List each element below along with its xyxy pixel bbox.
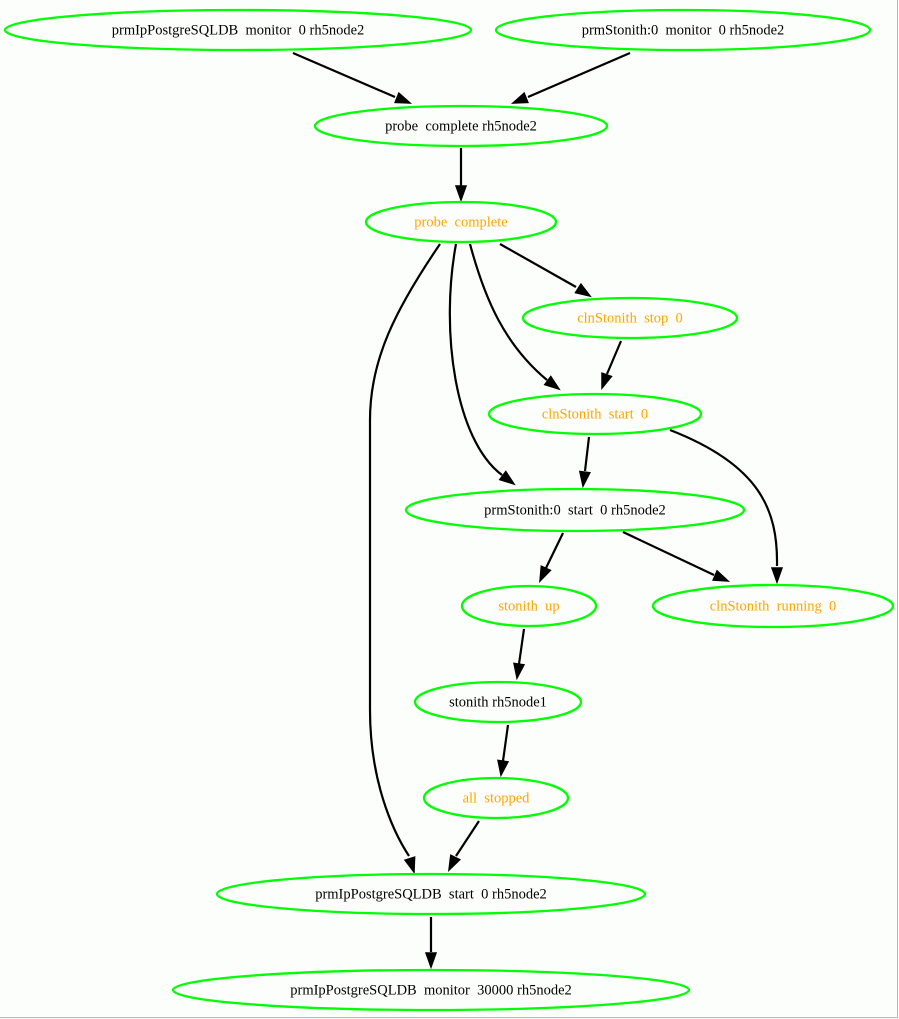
node-cln-stop: clnStonith stop 0 (521, 296, 739, 340)
arrowhead (510, 91, 529, 104)
arrowhead (448, 854, 462, 872)
node-ellipse (413, 680, 583, 724)
edge-prmStonith_start-to-stonith_up (539, 532, 564, 584)
arrowhead (454, 185, 468, 203)
edge-cln_start-to-prmStonith_start (578, 436, 591, 489)
arrowhead (770, 567, 784, 585)
edge-line (499, 243, 577, 288)
node-label: prmIpPostgreSQLDB start 0 rh5node2 (315, 886, 547, 902)
arrowhead (497, 759, 510, 778)
node-cln-running: clnStonith running 0 (651, 583, 895, 629)
node-label: prmIpPostgreSQLDB monitor 0 rh5node2 (112, 22, 365, 38)
node-prmStonith-start: prmStonith:0 start 0 rh5node2 (404, 487, 746, 533)
node-ellipse (460, 584, 598, 628)
node-label: prmStonith:0 start 0 rh5node2 (484, 502, 666, 518)
arrowhead (539, 565, 552, 584)
node-label: clnStonith stop 0 (577, 310, 683, 326)
edge-probe_complete-to-cln_stop (499, 243, 592, 298)
edge-all_stopped-to-prmIp_start (448, 820, 480, 872)
node-label: all stopped (463, 790, 531, 806)
arrowhead (543, 375, 561, 391)
edge-line (468, 243, 548, 381)
node-ellipse (3, 8, 473, 52)
edge-cln_start-to-cln_running (669, 428, 784, 585)
edge-line (292, 51, 396, 99)
node-ellipse (422, 776, 570, 820)
node-ellipse (521, 296, 739, 340)
edge-line (455, 820, 480, 857)
node-ellipse (313, 104, 609, 148)
graph-edges (292, 51, 784, 970)
node-label: probe complete (414, 214, 507, 230)
arrowhead (513, 662, 526, 681)
edge-line (517, 628, 526, 665)
edge-line (605, 340, 623, 375)
node-label: probe complete rh5node2 (385, 118, 537, 134)
node-label: stonith up (498, 598, 559, 614)
edge-line (527, 51, 631, 99)
arrowhead (403, 856, 416, 875)
arrowhead (498, 470, 516, 486)
node-label: clnStonith running 0 (710, 598, 836, 614)
arrowhead (424, 952, 438, 970)
node-cln-start: clnStonith start 0 (487, 392, 703, 436)
edge-line (545, 532, 564, 569)
edge-line (669, 428, 779, 567)
edge-probe_complete-to-prmIp_start (368, 243, 441, 875)
arrowhead (574, 282, 592, 298)
node-label: prmIpPostgreSQLDB monitor 30000 rh5node2 (290, 982, 572, 998)
node-prmStonith-monitor0: prmStonith:0 monitor 0 rh5node2 (494, 8, 872, 52)
arrowhead (601, 372, 613, 391)
edge-cln_stop-to-cln_start (601, 340, 623, 391)
node-prmIp-monitor30000: prmIpPostgreSQLDB monitor 30000 rh5node2 (171, 968, 691, 1012)
edge-probe_complete_node-to-probe_complete (454, 148, 468, 203)
node-ellipse (494, 8, 872, 52)
edge-line (501, 724, 510, 762)
node-prmIp-start: prmIpPostgreSQLDB start 0 rh5node2 (215, 872, 647, 916)
node-stonith-up: stonith up (460, 584, 598, 628)
node-ellipse (171, 968, 691, 1012)
node-probe-complete-node: probe complete rh5node2 (313, 104, 609, 148)
edge-probe_complete-to-prmStonith_start (448, 243, 516, 486)
node-label: stonith rh5node1 (449, 694, 547, 710)
graph-nodes: prmIpPostgreSQLDB monitor 0 rh5node2 prmS… (3, 8, 895, 1012)
edge-line (368, 243, 441, 857)
node-prmIp-monitor0: prmIpPostgreSQLDB monitor 0 rh5node2 (3, 8, 473, 52)
edge-prmStonith_start-to-cln_running (622, 531, 731, 582)
edge-line (583, 436, 591, 472)
node-label: prmStonith:0 monitor 0 rh5node2 (582, 22, 785, 38)
arrowhead (578, 470, 591, 489)
node-label: clnStonith start 0 (542, 406, 648, 422)
node-ellipse (364, 200, 558, 244)
edge-prmIp_start-to-prmIp_monitor30000 (424, 917, 438, 970)
node-ellipse (404, 487, 746, 533)
node-all-stopped: all stopped (422, 776, 570, 820)
edge-prmStonith_monitor0-to-probe_complete_node (510, 51, 631, 104)
arrowhead (712, 569, 731, 582)
edge-line (448, 243, 503, 476)
node-stonith-node1: stonith rh5node1 (413, 680, 583, 724)
arrowhead (394, 91, 413, 104)
edge-stonith_up-to-stonith_node1 (513, 628, 526, 681)
node-ellipse (651, 583, 895, 629)
node-ellipse (487, 392, 703, 436)
edge-stonith_node1-to-all_stopped (497, 724, 510, 778)
node-ellipse (215, 872, 647, 916)
edge-prmIp_monitor0-to-probe_complete_node (292, 51, 413, 104)
edge-probe_complete-to-cln_start (468, 243, 561, 391)
edge-line (622, 531, 715, 576)
node-probe-complete: probe complete (364, 200, 558, 244)
